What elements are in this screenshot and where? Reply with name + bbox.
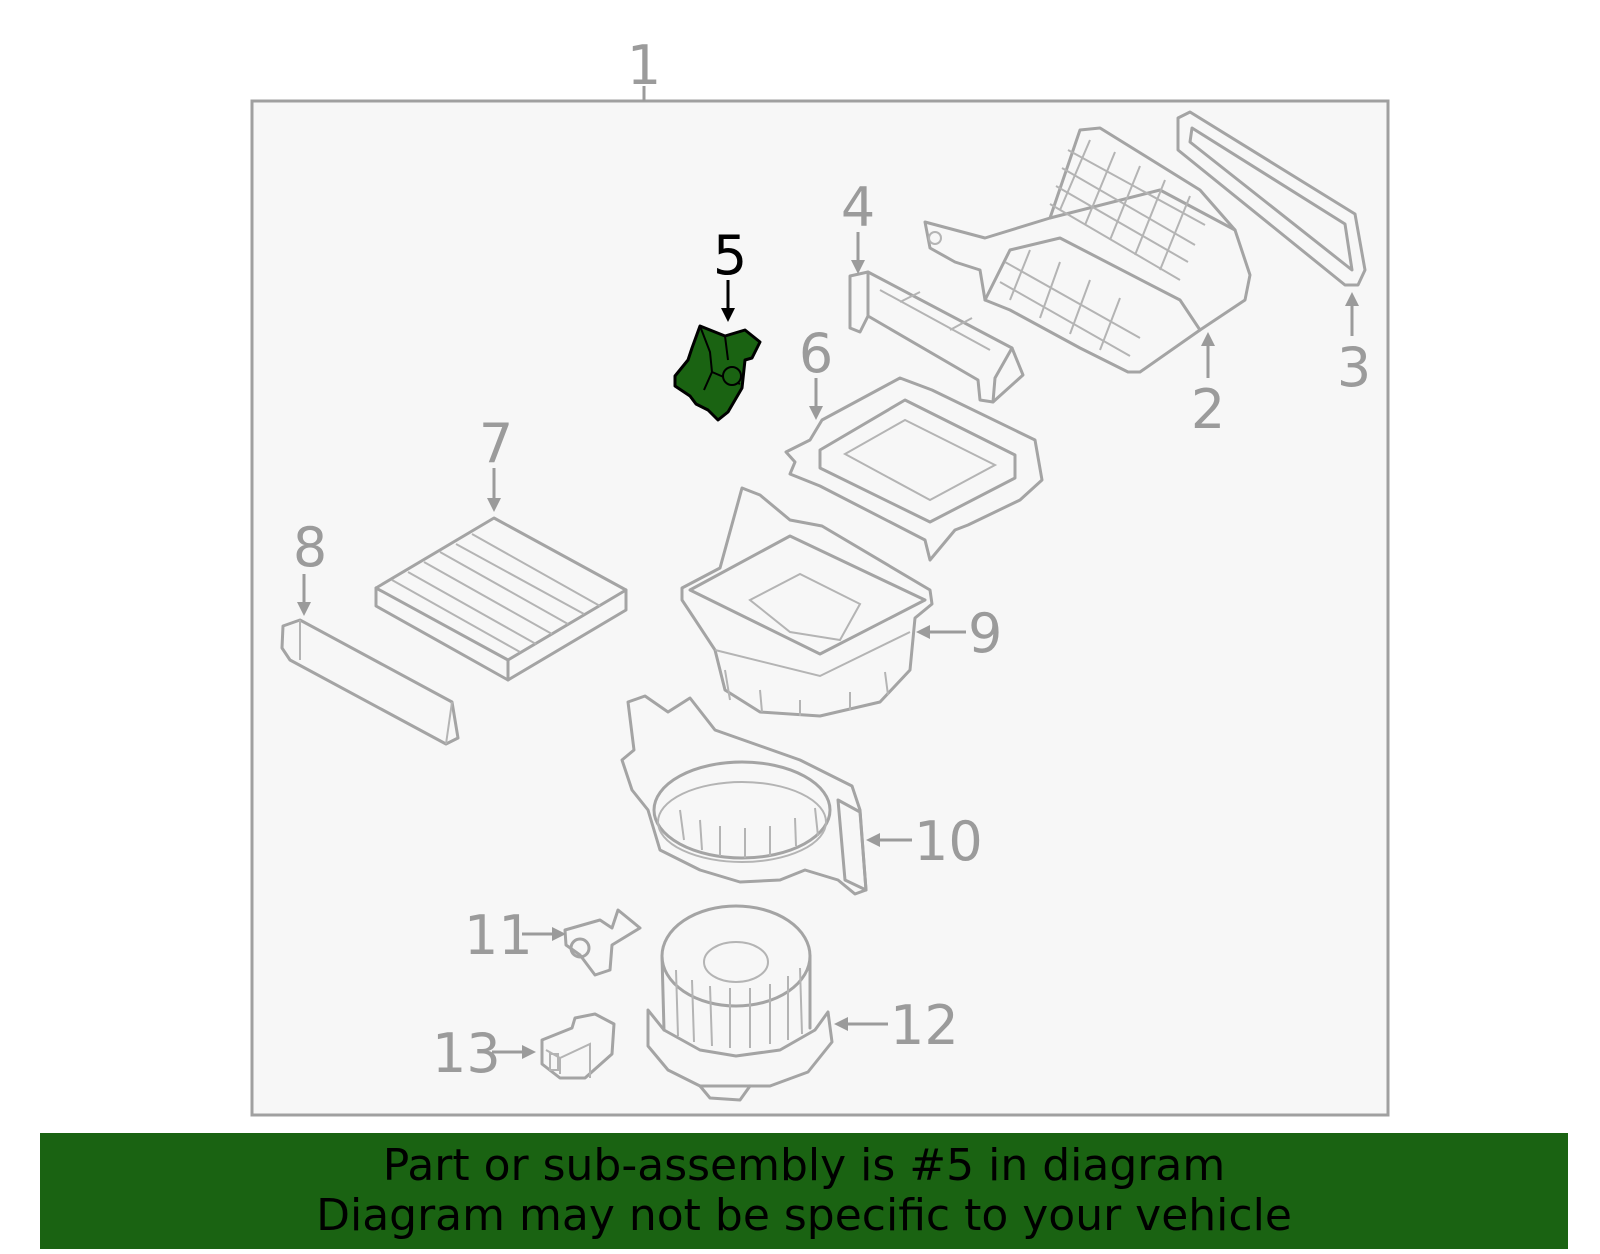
banner-line-disclaimer: Diagram may not be specific to your vehi… bbox=[316, 1190, 1292, 1241]
callout-4: 4 bbox=[841, 176, 875, 239]
callout-8: 8 bbox=[293, 516, 327, 579]
part-2-housing bbox=[923, 126, 1252, 374]
callout-1: 1 bbox=[627, 34, 661, 97]
callout-6-arrowhead bbox=[809, 406, 823, 420]
callout-12: 12 bbox=[890, 994, 959, 1057]
assembly-frame bbox=[250, 99, 1390, 1117]
info-banner: Part or sub-assembly is #5 in diagram Di… bbox=[40, 1133, 1568, 1249]
part-4-bracket bbox=[848, 270, 1025, 404]
callout-3: 3 bbox=[1337, 336, 1371, 399]
callout-12-arrowhead bbox=[834, 1017, 848, 1031]
callout-13: 13 bbox=[432, 1022, 501, 1085]
callout-8-arrowhead bbox=[297, 602, 311, 616]
part-7-filter bbox=[374, 516, 628, 682]
callout-10-arrowhead bbox=[866, 833, 880, 847]
part-6-cover bbox=[784, 376, 1044, 562]
callout-6: 6 bbox=[799, 322, 833, 385]
part-3-gasket bbox=[1176, 110, 1367, 287]
callout-5-arrowhead bbox=[721, 308, 735, 322]
part-10-lower-case bbox=[620, 694, 868, 896]
callout-5: 5 bbox=[713, 224, 747, 287]
part-8-door bbox=[280, 618, 460, 746]
callout-7-arrowhead bbox=[487, 498, 501, 512]
callout-4-arrowhead bbox=[851, 260, 865, 274]
callout-3-arrowhead bbox=[1345, 292, 1359, 306]
callout-2: 2 bbox=[1191, 378, 1225, 441]
part-9-upper-case bbox=[680, 486, 934, 718]
callout-11-arrowhead bbox=[552, 927, 566, 941]
callout-10: 10 bbox=[914, 810, 983, 873]
part-13-resistor bbox=[540, 1012, 616, 1080]
callout-9: 9 bbox=[968, 602, 1002, 665]
callout-7: 7 bbox=[479, 412, 513, 475]
part-12-blower-motor bbox=[646, 904, 834, 1102]
callout-13-arrowhead bbox=[522, 1045, 536, 1059]
callout-9-arrowhead bbox=[916, 625, 930, 639]
part-5-actuator bbox=[673, 324, 762, 422]
callout-2-arrowhead bbox=[1201, 332, 1215, 346]
banner-line-part-number: Part or sub-assembly is #5 in diagram bbox=[382, 1140, 1226, 1191]
callout-11: 11 bbox=[464, 904, 533, 967]
part-11-sensor bbox=[563, 908, 642, 977]
